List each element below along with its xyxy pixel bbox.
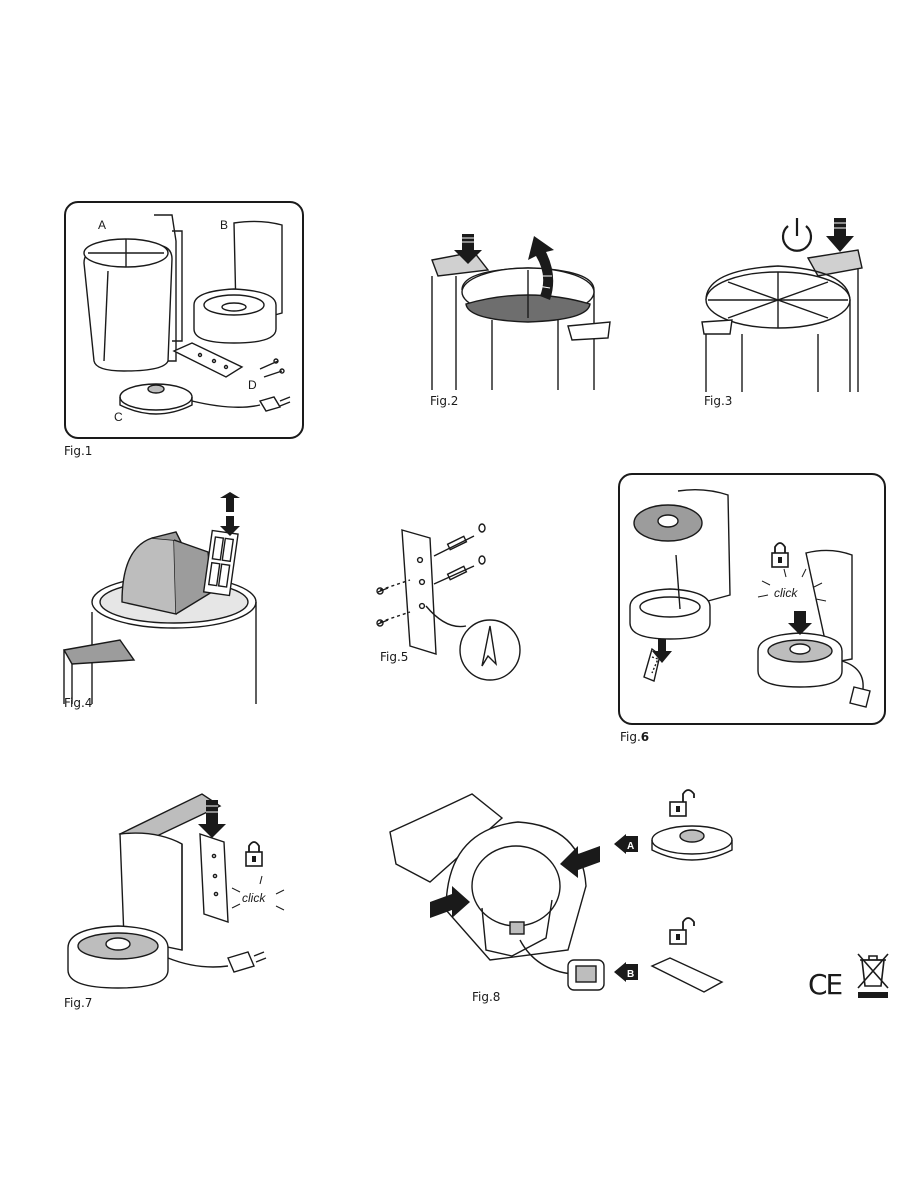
power-icon xyxy=(781,218,813,252)
fig6-caption-prefix: Fig. xyxy=(620,730,641,744)
weee-bin-icon xyxy=(857,953,889,998)
fig5-illustration xyxy=(376,523,521,681)
fig8-step-a-label: A xyxy=(627,841,634,852)
lock-icon xyxy=(245,841,263,867)
fig6-click-text: click xyxy=(774,586,798,600)
fig3-illustration xyxy=(701,218,863,392)
fig1-label-c: C xyxy=(114,410,123,424)
fig2-press-arrow-icon xyxy=(454,234,482,264)
fig8-step-b-label: B xyxy=(627,969,634,980)
fig6-caption: Fig.6 xyxy=(620,730,649,744)
fig1-label-b: B xyxy=(220,218,228,232)
click-burst-icon xyxy=(231,875,285,911)
fig3-caption: Fig.3 xyxy=(704,394,733,408)
fig1-caption: Fig.1 xyxy=(64,444,93,458)
fig1-label-d: D xyxy=(248,378,257,392)
fig3-press-arrow-icon xyxy=(826,218,854,252)
fig4-caption: Fig.4 xyxy=(64,696,93,710)
fig6-illustration: click xyxy=(629,488,871,708)
unlock-icon xyxy=(669,917,695,945)
fig7-illustration: click xyxy=(67,793,285,989)
fig6-caption-number: 6 xyxy=(640,730,650,744)
fig8-illustration: A B xyxy=(389,789,733,993)
fig4-lift-arrow-icon xyxy=(220,492,240,536)
fig1-label-a: A xyxy=(98,218,106,232)
fig5-caption: Fig.5 xyxy=(380,650,409,664)
fig1-illustration: A B C D xyxy=(83,214,291,424)
fig7-click-text: click xyxy=(242,891,266,905)
fig6-down-arrow-icon xyxy=(652,611,812,663)
fig4-illustration xyxy=(62,492,257,704)
fig7-caption: Fig.7 xyxy=(64,996,93,1010)
fig8-caption: Fig.8 xyxy=(472,990,501,1004)
fig2-illustration xyxy=(431,234,611,390)
unlock-icon xyxy=(669,789,695,817)
fig2-caption: Fig.2 xyxy=(430,394,459,408)
fig7-down-arrow-icon xyxy=(198,800,226,838)
lock-icon xyxy=(771,542,789,568)
fig2-open-lid-arrow-icon xyxy=(528,236,554,300)
click-burst-icon xyxy=(757,568,827,602)
ce-mark-icon: CE xyxy=(808,970,848,1000)
fig8-push-arrow-icon xyxy=(430,846,600,918)
ce-mark-text: CE xyxy=(808,968,843,1001)
